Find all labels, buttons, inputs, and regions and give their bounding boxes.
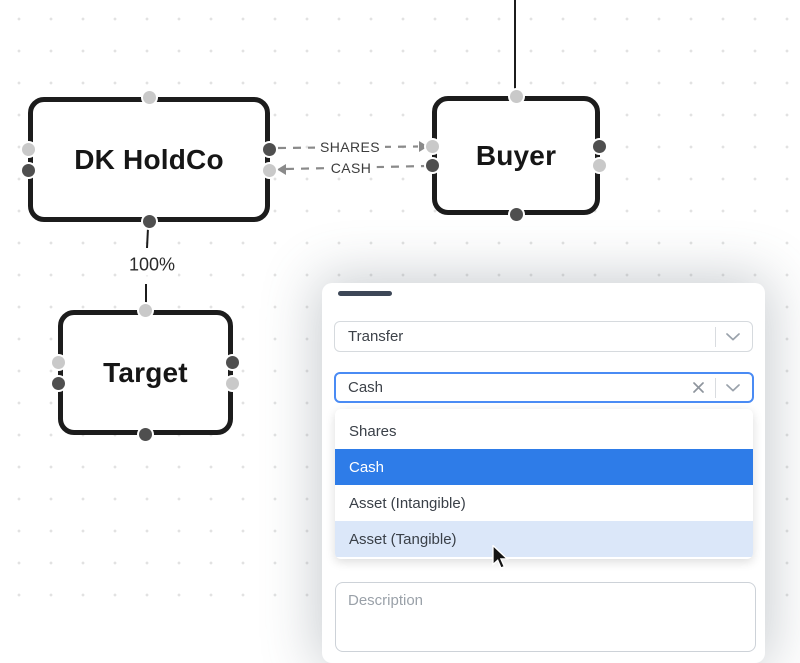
transfer-type-select[interactable]: Transfer <box>334 321 753 352</box>
connection-handle[interactable] <box>22 163 35 177</box>
edge-ownership-upper <box>146 227 149 249</box>
chevron-down-icon[interactable] <box>725 329 741 345</box>
edge-label-ownership[interactable]: 100% <box>125 254 179 276</box>
select-divider <box>715 377 716 398</box>
connection-handle[interactable] <box>509 90 523 103</box>
edges-layer <box>145 0 516 306</box>
connection-handle[interactable] <box>426 139 439 153</box>
connection-handle[interactable] <box>509 208 523 221</box>
connection-handle[interactable] <box>593 159 606 173</box>
connection-handle[interactable] <box>139 304 152 317</box>
node-label: Buyer <box>475 139 557 171</box>
edge-label-shares[interactable]: SHARES <box>315 139 385 155</box>
edge-cash-arrowhead <box>277 164 286 175</box>
description-input[interactable] <box>335 582 756 652</box>
connection-handle[interactable] <box>142 215 156 228</box>
connection-handle[interactable] <box>263 163 276 177</box>
asset-type-value: Cash <box>348 379 384 396</box>
node-target[interactable]: Target <box>52 304 239 441</box>
connection-handle[interactable] <box>52 376 65 390</box>
connection-handle[interactable] <box>142 91 156 104</box>
node-dk-holdco[interactable]: DK HoldCo <box>22 91 276 228</box>
connection-handle[interactable] <box>52 356 65 370</box>
connection-handle[interactable] <box>426 159 439 173</box>
option-asset-tangible[interactable]: Asset (Tangible) <box>335 521 753 557</box>
node-label: DK HoldCo <box>74 143 224 175</box>
chevron-down-icon[interactable] <box>725 380 741 396</box>
connection-handle[interactable] <box>593 139 606 153</box>
transfer-type-value: Transfer <box>348 328 404 345</box>
edge-shares-arrowhead <box>419 141 428 152</box>
option-shares[interactable]: Shares <box>349 422 397 440</box>
connection-handle[interactable] <box>139 428 152 441</box>
connection-handle[interactable] <box>263 143 276 157</box>
drag-handle[interactable] <box>338 291 392 296</box>
asset-type-dropdown-list: Shares Cash Asset (Intangible) Asset (Ta… <box>335 409 753 559</box>
option-asset-intangible[interactable]: Asset (Intangible) <box>349 494 466 512</box>
clear-icon[interactable] <box>690 380 706 396</box>
node-buyer[interactable]: Buyer <box>426 90 606 221</box>
select-divider <box>715 326 716 347</box>
connection-handle[interactable] <box>226 356 239 370</box>
option-cash[interactable]: Cash <box>335 449 753 485</box>
edge-label-cash[interactable]: CASH <box>325 160 377 176</box>
connection-handle[interactable] <box>226 376 239 390</box>
connection-handle[interactable] <box>22 143 35 157</box>
asset-type-select[interactable]: Cash <box>334 372 754 403</box>
properties-panel: Transfer Cash Shares Cash Asset (Intangi… <box>322 283 765 663</box>
node-label: Target <box>103 356 188 388</box>
